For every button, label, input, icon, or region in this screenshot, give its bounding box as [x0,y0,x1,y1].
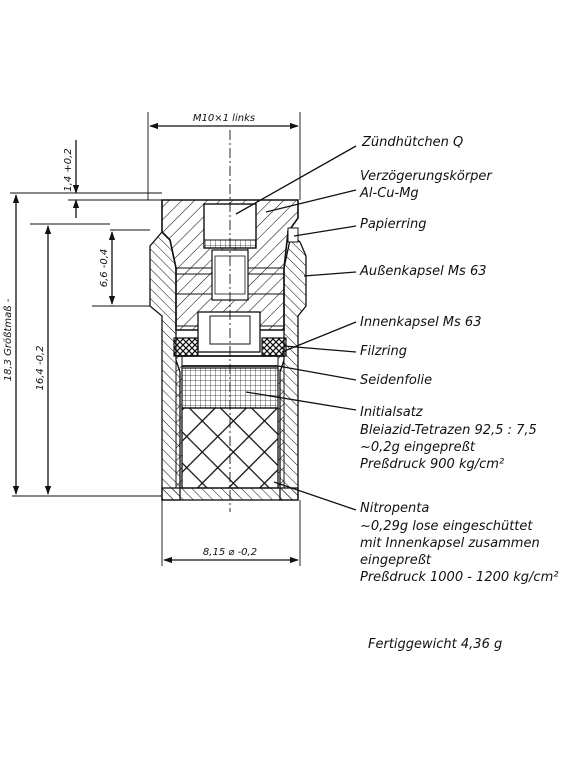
dimension-total-height: 18,3 Größtmaß - [3,194,20,495]
silk-foil-label: Seidenfolie [360,373,432,388]
paper-ring-label: Papierring [360,217,426,232]
finished-weight-label: Fertiggewicht 4,36 g [368,637,502,652]
delay-body-material: Al-Cu-Mg [359,186,419,201]
delay-body-label: Verzögerungskörper [360,169,493,184]
nitropenta-pressure: Preßdruck 1000 - 1200 kg/cm² [360,570,558,585]
inner-capsule-wall-right [277,355,285,489]
nitropenta-mass: ~0,29g lose eingeschüttet [360,519,533,534]
initial-charge-label: Initialsatz [360,405,424,420]
dimension-thread: M10×1 links [147,112,301,200]
dimension-delay-height: 6,6 -0,4 [99,231,116,305]
outer-capsule-label: Außenkapsel Ms 63 [359,264,486,279]
primer-label: Zündhütchen Q [361,135,463,150]
inner-capsule-label: Innenkapsel Ms 63 [360,315,481,330]
dimension-diameter: 8,15 ⌀ -0,2 [161,500,301,566]
total-height-label: 18,3 Größtmaß - [3,298,14,381]
thread-label: M10×1 links [193,113,255,124]
felt-ring-label: Filzring [360,344,407,359]
inner-capsule-wall-left [175,355,183,489]
felt-ring-right [261,337,287,357]
felt-ring-left [173,337,199,357]
dimension-top-gap: 1,4 +0,2 [63,140,80,218]
detonator-body [149,199,307,501]
nitropenta-note-1: mit Innenkapsel zusammen [360,536,540,551]
nitropenta-note-2: eingepreßt [360,553,432,568]
top-gap-label: 1,4 +0,2 [63,148,74,191]
initial-charge-composition: Bleiazid-Tetrazen 92,5 : 7,5 [360,423,537,438]
initial-charge-pressure: Preßdruck 900 kg/cm² [360,457,504,472]
nitropenta-label: Nitropenta [360,501,429,516]
inner-height-label: 16,4 -0,2 [35,346,46,391]
delay-height-label: 6,6 -0,4 [99,249,110,288]
initial-charge-mass: ~0,2g eingepreßt [360,440,476,455]
leader-lines [235,145,357,511]
diameter-label: 8,15 ⌀ -0,2 [203,547,257,558]
dimension-inner-height: 16,4 -0,2 [35,225,52,495]
